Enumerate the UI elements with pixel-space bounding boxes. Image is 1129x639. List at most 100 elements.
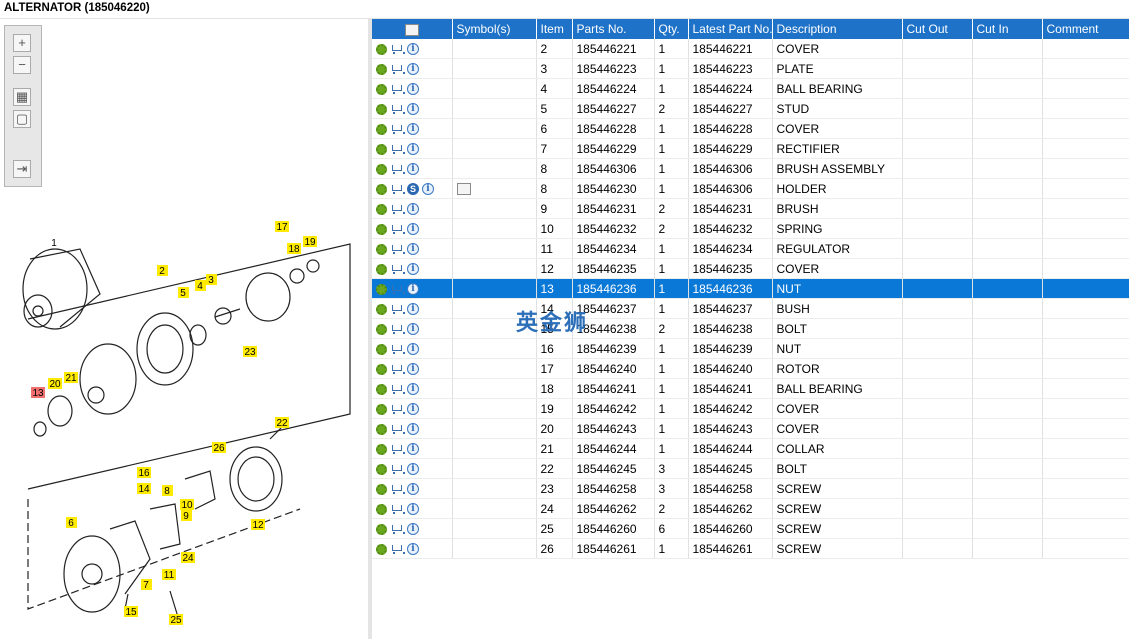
info-icon[interactable]: i [422,183,434,196]
callout-22[interactable]: 22 [276,418,288,429]
info-icon[interactable]: i [407,63,419,76]
cart-icon[interactable] [390,184,405,195]
gear-icon[interactable] [376,343,387,355]
gear-icon[interactable] [376,483,387,495]
cart-icon[interactable] [390,224,405,235]
cart-icon[interactable] [390,444,405,455]
callout-17[interactable]: 17 [276,222,288,233]
callout-3[interactable]: 3 [208,275,214,286]
cart-icon[interactable] [390,464,405,475]
pane-splitter[interactable] [368,19,372,639]
info-icon[interactable]: i [407,463,419,476]
callout-9[interactable]: 9 [183,511,189,522]
info-icon[interactable]: i [407,363,419,376]
gear-icon[interactable] [376,63,387,75]
gear-icon[interactable] [376,283,387,295]
cart-icon[interactable] [390,484,405,495]
callout-24[interactable]: 24 [182,553,194,564]
cart-icon[interactable] [390,364,405,375]
cart-icon[interactable] [390,424,405,435]
info-icon[interactable]: i [407,83,419,96]
gear-icon[interactable] [376,143,387,155]
callout-6[interactable]: 6 [68,518,74,529]
info-icon[interactable]: i [407,103,419,116]
cart-icon[interactable] [390,204,405,215]
column-header-latest-part-no[interactable]: Latest Part No. [688,19,773,39]
info-icon[interactable]: i [407,223,419,236]
info-icon[interactable]: i [407,123,419,136]
cart-icon[interactable] [390,284,405,295]
callout-26[interactable]: 26 [213,443,225,454]
callout-4[interactable]: 4 [197,281,203,292]
column-header-description[interactable]: Description [772,19,903,39]
callout-25[interactable]: 25 [170,615,182,626]
gear-icon[interactable] [376,423,387,435]
cart-icon[interactable] [390,324,405,335]
actual-size-button[interactable]: ▢ [13,110,31,128]
callout-8[interactable]: 8 [164,486,170,497]
gear-icon[interactable] [376,183,387,195]
column-header-cut-out[interactable]: Cut Out [902,19,973,39]
info-icon[interactable]: i [407,343,419,356]
gear-icon[interactable] [376,223,387,235]
cart-icon[interactable] [390,544,405,555]
callout-21[interactable]: 21 [65,373,77,384]
gear-icon[interactable] [376,383,387,395]
info-icon[interactable]: i [407,203,419,216]
cart-icon[interactable] [390,524,405,535]
info-icon[interactable]: i [407,443,419,456]
gear-icon[interactable] [376,263,387,275]
cart-icon[interactable] [390,84,405,95]
column-header-cut-in[interactable]: Cut In [972,19,1043,39]
supersession-icon[interactable]: S [407,183,419,196]
gear-icon[interactable] [376,163,387,175]
cart-icon[interactable] [390,384,405,395]
cart-icon[interactable] [390,104,405,115]
gear-icon[interactable] [376,323,387,335]
info-icon[interactable]: i [407,263,419,276]
callout-10[interactable]: 10 [181,500,193,511]
gear-icon[interactable] [376,103,387,115]
info-icon[interactable]: i [407,523,419,536]
column-header-qty[interactable]: Qty. [654,19,689,39]
cart-icon[interactable] [390,344,405,355]
gear-icon[interactable] [376,443,387,455]
gear-icon[interactable] [376,243,387,255]
search-icon[interactable] [405,23,420,36]
info-icon[interactable]: i [407,483,419,496]
callout-20[interactable]: 20 [49,379,61,390]
gear-icon[interactable] [376,363,387,375]
callout-19[interactable]: 19 [304,237,316,248]
info-icon[interactable]: i [407,243,419,256]
column-header-actions[interactable] [372,19,453,39]
cart-icon[interactable] [390,504,405,515]
fit-view-button[interactable]: ▦ [13,88,31,106]
gear-icon[interactable] [376,523,387,535]
cart-icon[interactable] [390,244,405,255]
column-header-comment[interactable]: Comment [1042,19,1129,39]
info-icon[interactable]: i [407,383,419,396]
callout-7[interactable]: 7 [143,580,149,591]
info-icon[interactable]: i [407,143,419,156]
